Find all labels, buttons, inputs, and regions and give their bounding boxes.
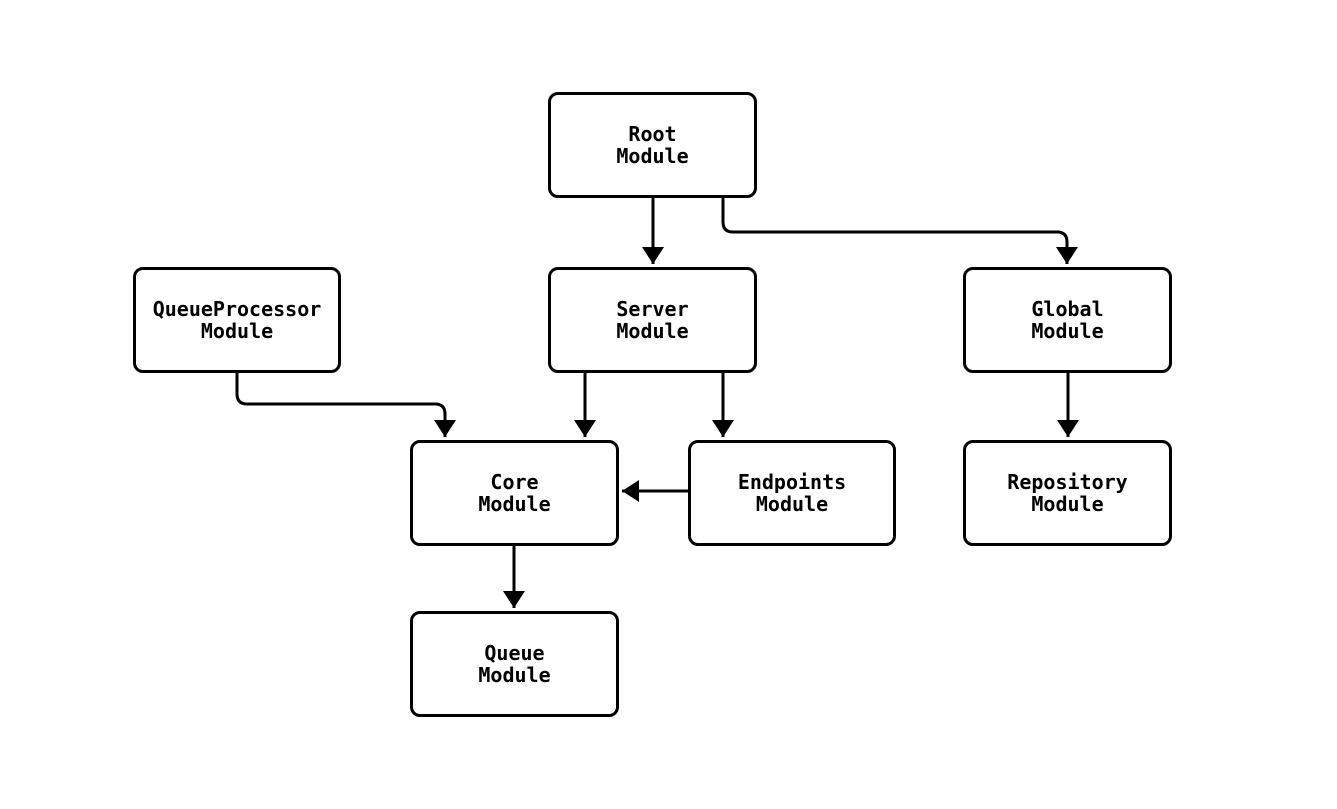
edge-root-to-global [721,198,1078,264]
edge-queueprocessor-to-core [235,373,456,437]
node-global-module-label: Global Module [1031,297,1104,343]
node-root-module-label: Root Module [616,122,689,168]
node-server-module: Server Module [548,267,757,373]
node-server-module-label: Server Module [616,297,689,343]
node-repository-module-label: Repository Module [1007,470,1128,516]
node-root-module: Root Module [548,92,757,198]
node-endpoints-module-label: Endpoints Module [737,470,847,516]
node-endpoints-module: Endpoints Module [688,440,896,546]
node-queueprocessor-module: QueueProcessor Module [133,267,341,373]
node-queue-module-label: Queue Module [478,641,551,687]
node-core-module: Core Module [410,440,619,546]
node-global-module: Global Module [963,267,1172,373]
node-repository-module: Repository Module [963,440,1172,546]
node-core-module-label: Core Module [478,470,551,516]
node-queue-module: Queue Module [410,611,619,717]
node-queueprocessor-module-label: QueueProcessor Module [152,297,322,343]
